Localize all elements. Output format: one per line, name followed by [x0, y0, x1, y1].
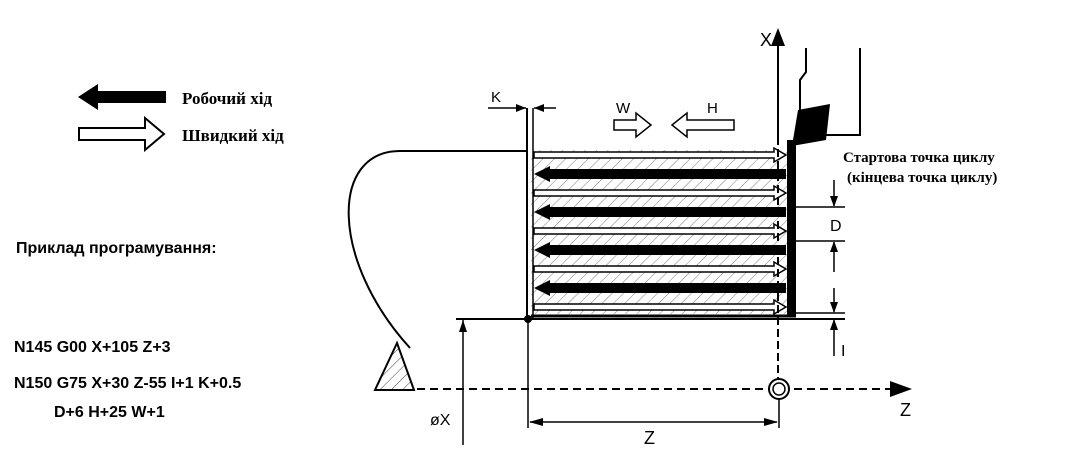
dimension-arrowhead	[534, 104, 544, 112]
param-w-label: W	[616, 100, 631, 117]
working-pass-arrow-icon	[534, 242, 786, 258]
example-line-3: D+6 H+25 W+1	[54, 404, 165, 421]
working-pass-arrow-icon	[534, 280, 786, 296]
example-heading: Приклад програмування:	[16, 240, 217, 257]
working-pass-arrow-icon	[534, 204, 786, 220]
origin-point-inner	[772, 382, 786, 396]
rapid-pass-arrow-icon	[533, 146, 788, 164]
example-line-1: N145 G00 X+105 Z+3	[14, 339, 171, 356]
dimension-arrowhead	[830, 302, 838, 313]
rapid-pass-arrow-icon	[533, 298, 788, 316]
dimension-arrowhead	[830, 319, 838, 330]
dim-z-label: Z	[644, 428, 655, 448]
dim-diameter-x-label: øX	[430, 412, 451, 429]
rapid-pass-arrow-icon	[533, 222, 788, 240]
param-d-label: D	[830, 218, 842, 235]
start-point-label-line1: Стартова точка циклу	[843, 150, 995, 166]
start-point-label-line2: (кінцева точка циклу)	[847, 170, 997, 186]
working-stroke-arrow-icon	[78, 84, 166, 110]
dimension-arrowhead	[529, 418, 543, 426]
param-h-label: H	[707, 100, 718, 117]
param-i-label: I	[841, 343, 845, 360]
w-direction-arrow-icon	[613, 111, 653, 139]
dimension-z: Z	[527, 319, 780, 448]
tool-blade	[787, 140, 796, 316]
example-line-2: N150 G75 X+30 Z-55 I+1 K+0.5	[14, 375, 241, 392]
programming-example: Приклад програмування: N145 G00 X+105 Z+…	[14, 240, 241, 421]
tool	[531, 48, 861, 318]
dimension-arrowhead	[830, 241, 838, 252]
dimension-arrowhead	[516, 104, 526, 112]
pass-arrows	[533, 146, 788, 316]
workpiece-contour	[347, 150, 527, 349]
z-axis-label: Z	[900, 400, 911, 420]
dimension-arrowhead	[459, 320, 467, 332]
legend-working-stroke-label: Робочий хід	[182, 89, 272, 108]
dimension-arrowhead	[830, 196, 838, 207]
h-direction-arrow-icon	[670, 111, 735, 139]
chuck-center-hatched	[373, 340, 416, 391]
dimension-d-i: D I	[796, 180, 845, 360]
tool-holder	[799, 48, 861, 136]
w-h-indicators: W H	[613, 100, 735, 139]
x-axis-label: X	[760, 30, 772, 50]
dimension-arrowhead	[764, 418, 778, 426]
axes: X Z	[417, 28, 912, 420]
dimension-k: K	[488, 89, 556, 112]
rapid-stroke-arrow-icon	[78, 115, 166, 153]
legend: Робочий хід Швидкий хід	[78, 84, 284, 153]
working-pass-arrow-icon	[534, 166, 786, 182]
legend-rapid-stroke-label: Швидкий хід	[182, 126, 284, 145]
rapid-pass-arrow-icon	[533, 184, 788, 202]
tool-insert	[792, 104, 830, 146]
param-k-label: K	[491, 89, 501, 106]
rapid-pass-arrow-icon	[533, 260, 788, 278]
z-axis-arrowhead	[890, 381, 912, 397]
x-axis-arrowhead	[771, 28, 785, 46]
dimension-diameter-x: øX	[430, 319, 467, 445]
